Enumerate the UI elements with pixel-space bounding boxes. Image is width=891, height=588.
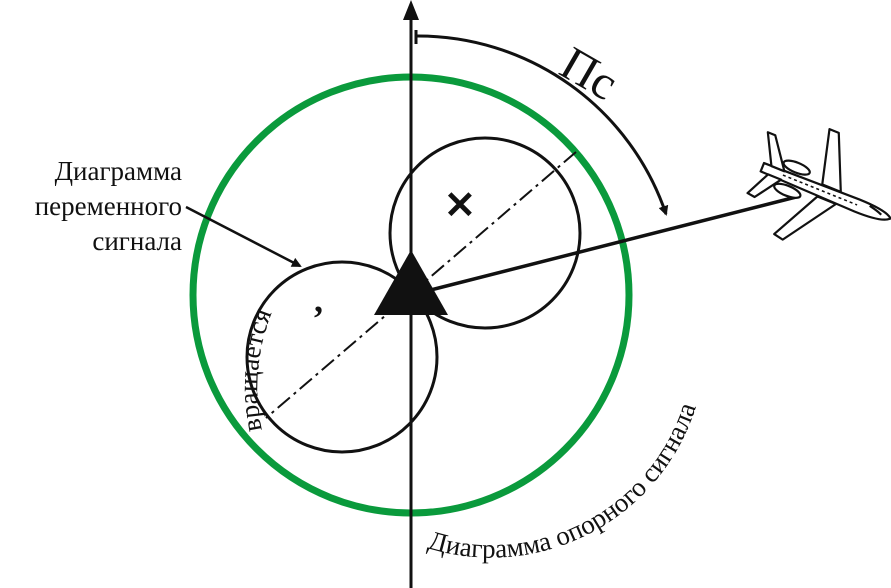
bearing-label: Пс xyxy=(552,37,627,111)
triangle-beacon-icon xyxy=(374,250,448,315)
variable-label-line2: переменного xyxy=(35,191,182,221)
reference-label: Диаграмма опорного сигнала xyxy=(425,399,701,564)
variable-lobe-upper xyxy=(388,136,582,330)
variable-label-line3: сигнала xyxy=(92,226,182,256)
airplane-icon xyxy=(746,128,891,241)
north-arrow-icon xyxy=(403,0,419,20)
rotates-label: вращается xyxy=(233,304,277,434)
bearing-arc xyxy=(415,34,669,216)
variable-lobe-lower xyxy=(245,260,439,454)
variable-label-pointer xyxy=(185,205,302,268)
variable-label-line1: Диаграмма xyxy=(55,156,182,186)
bearing-line xyxy=(410,194,801,297)
minus-sign: , xyxy=(314,280,323,320)
plus-sign: ✕ xyxy=(444,185,476,227)
